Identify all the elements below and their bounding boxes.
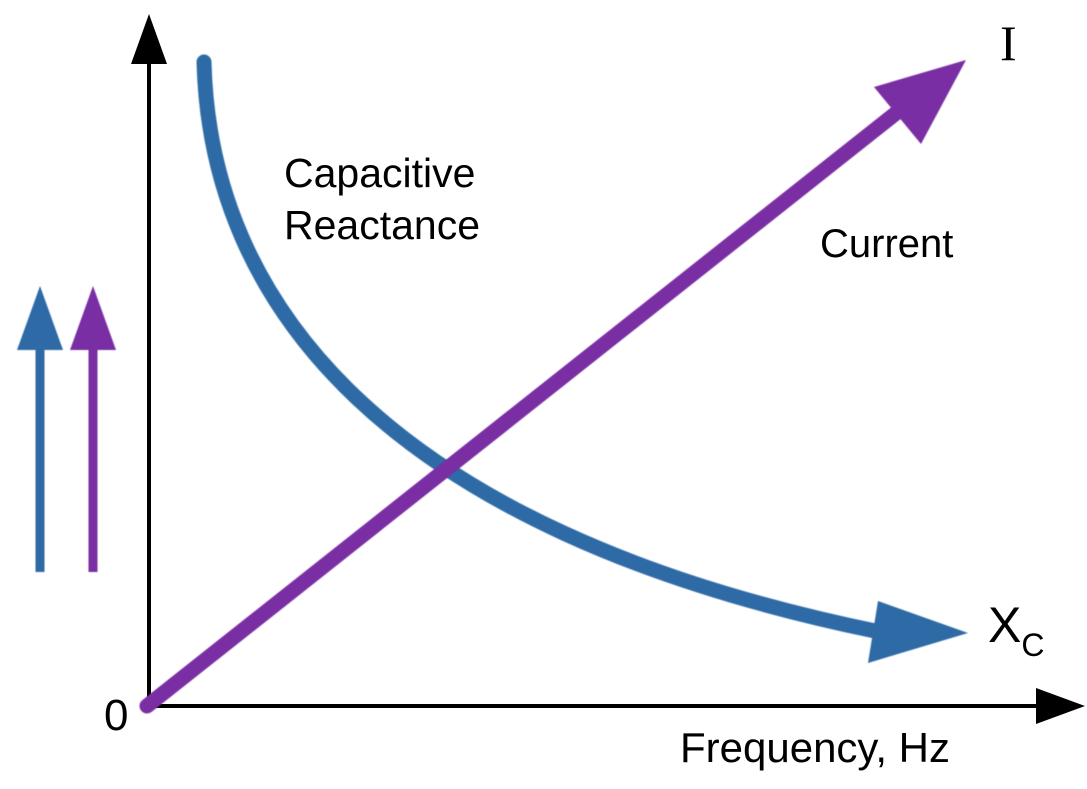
capacitive-label-line2: Reactance [284,202,481,248]
x-axis-arrowhead [1036,688,1085,724]
reactance-symbol-main: X [988,597,1022,653]
current-line [139,60,966,714]
y-axis-arrowhead [131,14,167,64]
current-increase-arrow [70,286,116,572]
reactance-arrowhead [868,601,968,663]
y-axis [131,14,167,708]
current-arrowhead [874,60,966,144]
reactance-symbol-subscript: C [1021,627,1045,663]
capacitive-reactance-label: Capacitive Reactance [284,147,480,251]
x-axis [145,688,1085,724]
reactance-curve [196,54,968,663]
current-label: Current [820,222,954,266]
origin-label: 0 [104,691,129,740]
reactance-symbol-label: XC [988,597,1044,661]
capacitive-label-line1: Capacitive [284,150,476,196]
current-symbol-label: I [1000,15,1017,71]
x-axis-label: Frequency, Hz [680,724,950,771]
reactance-increase-arrow [17,286,63,572]
